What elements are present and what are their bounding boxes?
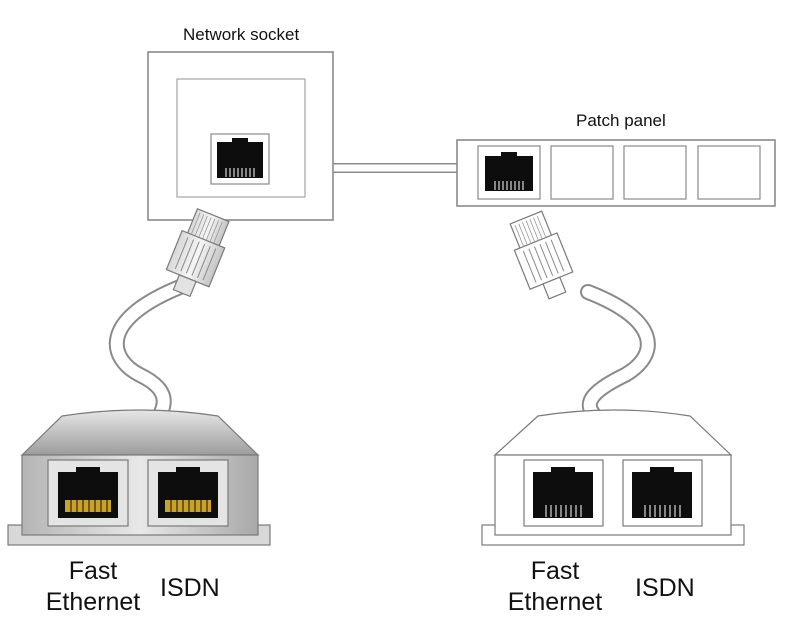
right-fast-ethernet-line2: Ethernet <box>507 588 603 617</box>
right-isdn-port <box>622 459 703 527</box>
right-fast-ethernet-port <box>523 459 604 527</box>
patch-panel-port-3 <box>623 145 687 200</box>
right-rj45-plug <box>509 210 574 300</box>
network-socket-label: Network socket <box>183 25 300 44</box>
left-fast-ethernet-label: Fast Ethernet <box>38 556 148 619</box>
left-rj45-plug <box>165 207 230 298</box>
left-fast-ethernet-port <box>47 459 129 527</box>
right-isdn-label: ISDN <box>635 574 695 602</box>
right-fast-ethernet-line1: Fast <box>530 557 580 585</box>
socket-rj45-port <box>210 133 270 185</box>
left-splitter <box>7 409 271 546</box>
patch-panel <box>456 139 776 207</box>
left-cable <box>108 277 193 438</box>
right-cable <box>580 284 656 428</box>
patch-panel-label: Patch panel <box>576 111 666 130</box>
left-isdn-label: ISDN <box>160 574 220 602</box>
network-socket <box>147 51 334 221</box>
left-fast-ethernet-line2: Ethernet <box>45 588 141 617</box>
left-fast-ethernet-line1: Fast <box>68 557 118 585</box>
patch-panel-port-1 <box>477 145 541 200</box>
right-fast-ethernet-label: Fast Ethernet <box>500 556 610 619</box>
patch-panel-port-2 <box>550 145 614 200</box>
patch-panel-port-4 <box>697 145 761 200</box>
right-splitter <box>481 409 745 546</box>
left-isdn-port <box>147 459 229 527</box>
